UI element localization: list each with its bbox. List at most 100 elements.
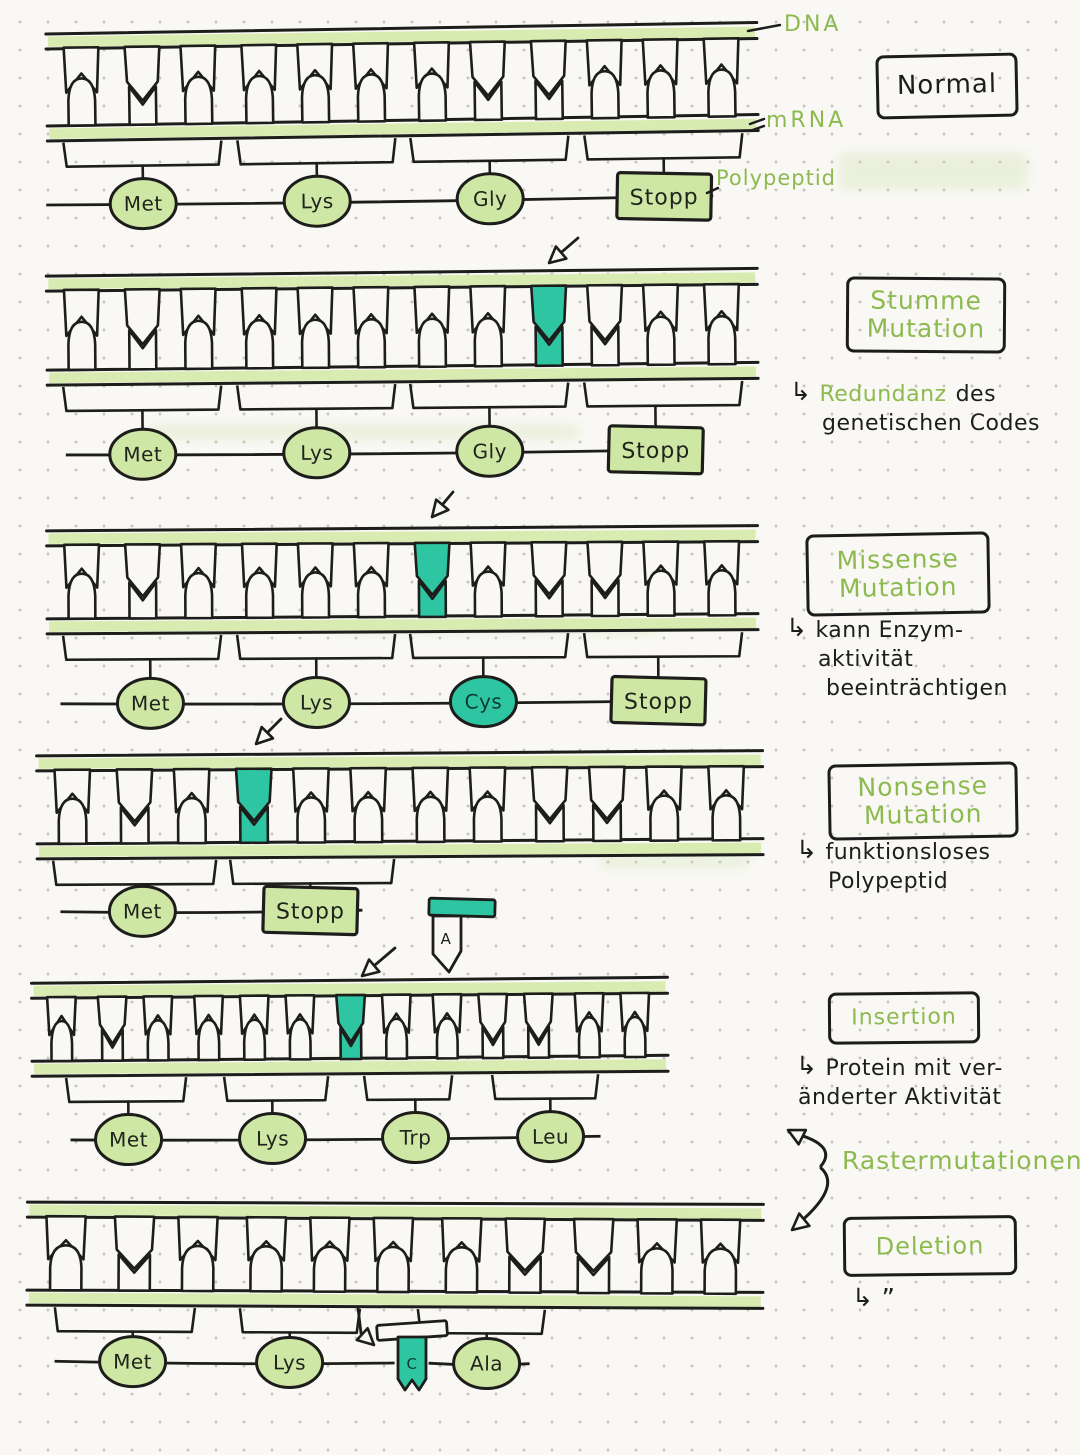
base-pair [572, 1217, 615, 1295]
codon-bracket [408, 382, 570, 428]
amino-acid-bubble: Met [108, 177, 178, 231]
arrowhead-icon [355, 1326, 376, 1347]
insertion-title-box: Insertion [827, 991, 981, 1045]
svg-text:A: A [441, 930, 452, 948]
base-pair [142, 994, 174, 1062]
codon-bracket [235, 383, 397, 430]
codon-bracket [228, 858, 396, 887]
codon-bracket [582, 380, 744, 427]
insertion-title: Insertion [851, 1004, 957, 1031]
base-pair [641, 283, 680, 367]
insertion-note-line2: änderter Aktivität [798, 1085, 1002, 1111]
stop-codon-box: Stopp [261, 884, 360, 937]
base-pair [179, 44, 217, 126]
base-pair [702, 282, 741, 366]
strand-band [47, 26, 755, 47]
base-pair [62, 543, 101, 621]
codon-bracket [362, 1075, 454, 1114]
base-pair [179, 287, 217, 371]
nonsense-title-line1: Nonsense [857, 770, 989, 803]
base-pair-mutated [334, 993, 367, 1061]
strand-band [33, 981, 666, 997]
svg-text:C: C [407, 1355, 418, 1373]
base-pair [284, 993, 316, 1061]
missense-mutation-note: ↳kann Enzym- aktivität beeinträchtigen [786, 612, 1008, 703]
arrowhead-icon [430, 498, 450, 519]
base-pair [641, 37, 679, 119]
base-pair [477, 992, 509, 1060]
base-pair [295, 42, 334, 124]
base-pair [469, 541, 507, 618]
base-pair-mutated [529, 284, 568, 368]
deletion-note: ↳” [852, 1282, 895, 1316]
inserted-base-glyph: A [360, 896, 497, 978]
mrna-label: mRNA [766, 108, 847, 133]
insertion-note-line1: Protein mit ver- [825, 1056, 1003, 1081]
base-pair [699, 1218, 742, 1296]
base-pair [291, 767, 330, 844]
arrowhead-icon [790, 1212, 811, 1232]
nonsense-note-line1: funktionsloses [825, 840, 991, 865]
amino-acid-bubble: Lys [255, 1335, 325, 1389]
codon-bracket [64, 1076, 188, 1116]
codon-bracket [62, 140, 223, 180]
svg-text:Met: Met [109, 1127, 148, 1151]
base-pair [172, 767, 211, 845]
base-pair [351, 41, 390, 123]
base-pair [413, 285, 451, 369]
deletion-ditto-mark: ” [881, 1284, 896, 1314]
amino-acid-bubble: Lys [238, 1112, 308, 1166]
strand-band [38, 754, 761, 769]
nonsense-note-line2: Polypeptid [828, 869, 949, 895]
stumme-title-line1: Stumme [870, 285, 982, 316]
svg-text:Stopp: Stopp [630, 185, 699, 211]
base-pair [573, 991, 605, 1059]
base-pair [238, 994, 270, 1062]
strand-band [49, 118, 757, 139]
base-pair [585, 283, 624, 367]
base-pair [529, 39, 567, 121]
base-pair [245, 1215, 288, 1293]
branch-arrow-icon: ↳ [790, 377, 812, 406]
stop-codon-box: Stopp [606, 424, 705, 476]
svg-text:Leu: Leu [532, 1124, 569, 1148]
svg-text:Stopp: Stopp [621, 438, 690, 464]
base-pair [62, 288, 100, 372]
base-pair [240, 542, 279, 620]
codon-bracket [61, 385, 223, 431]
base-pair [440, 1216, 483, 1294]
svg-text:Met: Met [124, 191, 163, 216]
base-pair [123, 45, 161, 127]
base-pair [123, 287, 161, 371]
arrowhead-icon [547, 245, 568, 265]
base-pair [642, 540, 680, 618]
base-pair [372, 1216, 415, 1294]
normal-title-box: Normal [875, 52, 1019, 120]
amino-acid-bubble: Lys [282, 426, 352, 480]
missense-note-line2: aktivität [818, 647, 914, 673]
base-pair [62, 45, 100, 127]
deletion-title: Deletion [875, 1230, 985, 1261]
svg-text:Ala: Ala [470, 1351, 503, 1375]
svg-text:Stopp: Stopp [624, 689, 693, 714]
missense-mutation-title-box: Missense Mutation [805, 531, 991, 617]
svg-text:Stopp: Stopp [276, 899, 345, 924]
amino-acid-bubble: Met [107, 884, 177, 938]
svg-text:Lys: Lys [301, 189, 334, 213]
stop-codon-box: Stopp [615, 170, 714, 222]
amino-acid-bubble: Gly [455, 424, 525, 478]
base-pair [45, 1214, 88, 1292]
base-pair [530, 765, 569, 843]
base-pair [115, 767, 154, 845]
nonsense-mutation-note: ↳ funktionsloses Polypeptid [796, 834, 990, 896]
branch-arrow-icon: ↳ [796, 835, 818, 864]
codon-bracket [490, 1074, 600, 1113]
codon-bracket [583, 133, 744, 173]
dna-label: DNA [784, 12, 842, 37]
codon-bracket [51, 859, 218, 888]
